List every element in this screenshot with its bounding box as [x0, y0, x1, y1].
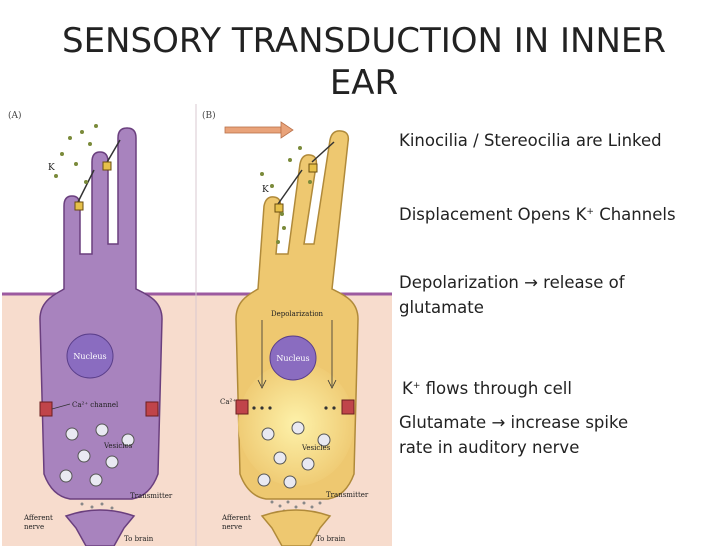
bullet-k-flow: K+ flows through cell	[402, 374, 728, 401]
afferent-b-label-1: Afferent	[221, 514, 251, 522]
ca-channel-b-left	[235, 399, 249, 415]
afferent-a-label-2: nerve	[24, 523, 44, 531]
bullet-4-text-end: flows through cell	[420, 379, 572, 398]
bullet-2-text: Displacement Opens K	[399, 205, 587, 224]
bullet-4-text: K	[402, 379, 413, 398]
to-brain-a-label: To brain	[124, 535, 154, 543]
slide-title: SENSORY TRANSDUCTION IN INNER EAR	[40, 20, 688, 104]
bullet-2-text-end: Channels	[593, 205, 676, 224]
transmitter-a-label: Transmitter	[130, 492, 173, 500]
ca-channel-b-right	[341, 399, 355, 415]
title-line-1: SENSORY TRANSDUCTION IN INNER	[61, 21, 667, 61]
nucleus-a-label: Nucleus	[73, 352, 106, 361]
channel-b1	[274, 203, 284, 213]
ca-label-b: Ca²⁺	[220, 398, 236, 406]
ca-channel-a-right	[145, 401, 159, 417]
hair-cell-a-body	[39, 127, 163, 500]
panel-b: (B) K Depolarization	[202, 110, 369, 547]
afferent-a-label-1: Afferent	[23, 514, 53, 522]
ca-channel-a-label: Ca²⁺ channel	[72, 401, 119, 409]
k-ions-a	[54, 124, 98, 184]
bullet-3-line-2: glutamate	[399, 298, 484, 317]
ca-channel-a-left	[39, 401, 53, 417]
k-label-a: K	[48, 163, 55, 173]
vesicles-a	[59, 423, 135, 487]
bullet-displacement: Displacement Opens K+ Channels	[399, 200, 728, 227]
channel-a1	[74, 201, 84, 211]
vesicles-b-label: Vesicles	[301, 444, 331, 452]
ca-ions-b	[252, 406, 336, 410]
title-line-2: EAR	[329, 63, 399, 103]
bullet-linked-cilia: Kinocilia / Stereocilia are Linked	[399, 128, 728, 153]
bullet-5-line-1: Glutamate → increase spike	[399, 413, 629, 432]
panel-b-tag: (B)	[202, 110, 216, 121]
bullet-1-text: Kinocilia / Stereocilia are Linked	[399, 131, 662, 150]
deflection-arrow	[224, 121, 294, 139]
k-label-b: K	[262, 185, 269, 195]
k-ions-b	[260, 146, 312, 244]
nucleus-b-label: Nucleus	[276, 354, 309, 363]
hair-cell-figure: (A) K Nucleus Ca²⁺ channel	[0, 104, 392, 547]
bullet-glutamate: Glutamate → increase spike rate in audit…	[399, 410, 728, 460]
vesicles-b	[257, 421, 331, 489]
hair-cell-illustration: (A) K Nucleus Ca²⁺ channel	[2, 104, 392, 547]
bullet-5-line-2: rate in auditory nerve	[399, 438, 580, 457]
bullet-4-superscript: +	[412, 381, 421, 391]
nucleus-b	[269, 335, 317, 381]
channel-b2	[308, 163, 318, 173]
to-brain-b-label: To brain	[316, 535, 346, 543]
transmitter-b-label: Transmitter	[326, 491, 369, 499]
bullet-depolarization: Depolarization → release of glutamate	[399, 270, 728, 320]
transmitter-a	[80, 502, 114, 510]
nucleus-a	[66, 333, 114, 379]
afferent-b-label-2: nerve	[222, 523, 242, 531]
panel-a-tag: (A)	[8, 110, 22, 121]
ca-channel-a-pointer	[51, 403, 71, 410]
depolarization-label: Depolarization	[271, 310, 324, 318]
channel-a2	[102, 161, 112, 171]
bullet-3-line-1: Depolarization → release of	[399, 273, 625, 292]
vesicles-a-label: Vesicles	[103, 442, 133, 450]
tip-link-a1	[77, 169, 95, 203]
tip-link-b2	[311, 141, 335, 163]
tip-link-a2	[105, 139, 121, 165]
tip-link-b1	[277, 169, 303, 205]
bullet-2-superscript: +	[586, 207, 594, 217]
panel-a: (A) K Nucleus Ca²⁺ channel	[8, 110, 173, 547]
